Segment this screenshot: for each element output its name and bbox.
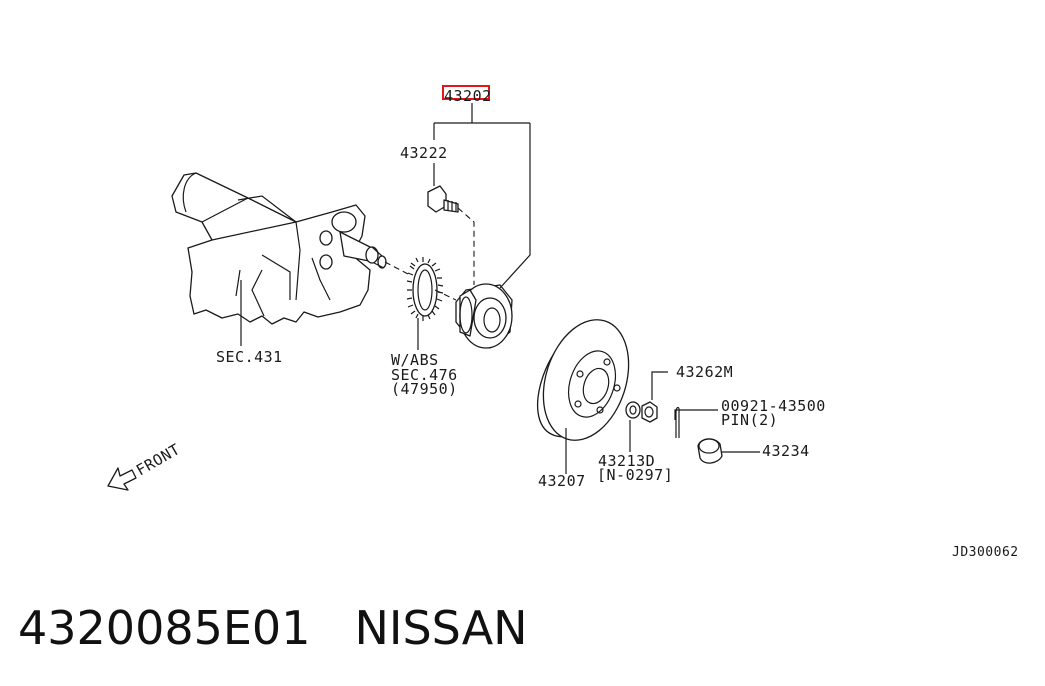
label-43207[interactable]: 43207 — [538, 472, 586, 490]
label-43234[interactable]: 43234 — [762, 442, 810, 460]
label-00921-43500[interactable]: 00921-43500 — [721, 397, 826, 415]
label-pin-qty: PIN(2) — [721, 411, 778, 429]
label-47950[interactable]: (47950) — [391, 380, 458, 398]
label-front: FRONT — [133, 440, 183, 479]
caption-row: 4320085E01 NISSAN — [18, 596, 528, 660]
label-43213d[interactable]: 43213D — [598, 452, 655, 470]
washer-drawing — [625, 401, 641, 419]
cotter-pin-drawing — [675, 406, 680, 438]
hub-bolt-drawing — [427, 185, 459, 213]
label-sec-431[interactable]: SEC.431 — [216, 348, 283, 366]
knuckle-housing-drawing — [171, 172, 387, 325]
part-number-caption: 4320085E01 — [18, 601, 311, 655]
disc-rotor-drawing — [536, 319, 630, 441]
exploded-parts-diagram: 43202 43222 SEC.431 W/ABS SEC.476 (47950… — [107, 85, 1019, 560]
label-n-0297: [N-0297] — [597, 466, 673, 484]
hub-cap-drawing — [697, 438, 723, 464]
label-43222[interactable]: 43222 — [400, 144, 448, 162]
abs-sensor-ring-drawing — [406, 257, 444, 321]
label-w-abs: W/ABS — [391, 351, 439, 369]
hub-assembly-drawing — [455, 283, 513, 349]
front-direction-arrow — [107, 467, 137, 491]
hub-nut-drawing — [641, 401, 658, 423]
label-sec-476[interactable]: SEC.476 — [391, 366, 458, 384]
drawing-code: JD300062 — [952, 545, 1019, 560]
brand-caption: NISSAN — [354, 601, 528, 655]
label-43202[interactable]: 43202 — [444, 87, 492, 105]
highlight-box — [442, 85, 490, 100]
label-43262m[interactable]: 43262M — [676, 363, 733, 381]
